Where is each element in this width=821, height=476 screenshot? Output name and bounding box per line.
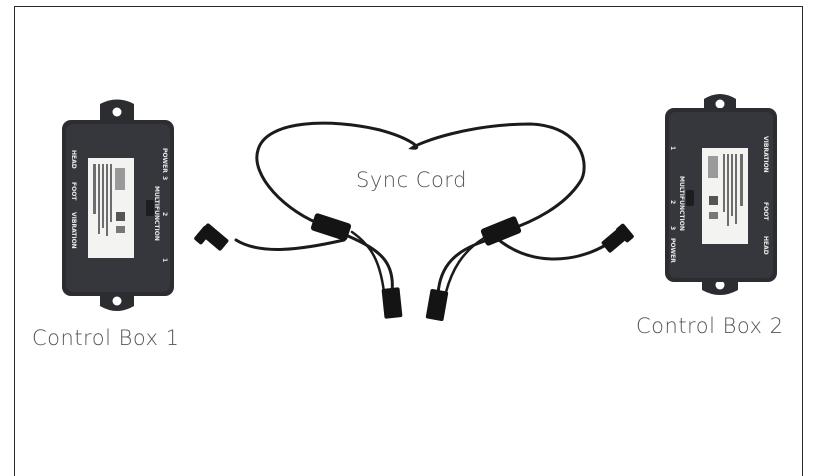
box2-head-label: HEAD (762, 236, 769, 255)
box1-vibration-label: VIBRATION (70, 212, 77, 249)
sync-cord-plug-left-flat (381, 287, 403, 319)
sync-cord-plug-right-flat (425, 288, 449, 322)
control-box-2: POWER 3 MULTIFUNCTION 2 1 VIBRATION FOOT… (665, 94, 777, 295)
box2-foot-label: FOOT (762, 202, 769, 221)
box2-num-1: 1 (669, 146, 676, 150)
box2-power-label: POWER (669, 238, 676, 263)
box2-num-3: 3 (669, 226, 676, 230)
sync-cord-splitter-right (480, 216, 522, 246)
box1-num-2: 2 (161, 212, 168, 216)
box1-num-1: 1 (161, 258, 168, 262)
sync-cord-plug-left-round (194, 223, 229, 251)
box2-num-2: 2 (669, 200, 676, 204)
diagram-frame (14, 6, 803, 476)
box1-multifunction-label: MULTIFUNCTION (153, 186, 160, 241)
box1-foot-label: FOOT (70, 182, 77, 201)
control-box-1: HEAD FOOT VIBRATION POWER 3 MULTIFUNCTIO… (62, 99, 174, 311)
sync-cord-caption: Sync Cord (356, 168, 467, 192)
box2-multifunction-label: MULTIFUNCTION (678, 176, 685, 231)
sync-cord (234, 121, 606, 296)
box1-head-label: HEAD (70, 150, 77, 169)
control-box-1-caption: Control Box 1 (32, 326, 180, 350)
sync-cord-splitter-left (310, 213, 352, 241)
control-box-2-caption: Control Box 2 (636, 314, 784, 338)
sync-cord-plug-right-round (601, 223, 634, 253)
box1-power-label: POWER (161, 148, 168, 173)
box1-num-3: 3 (161, 176, 168, 180)
box2-vibration-label: VIBRATION (762, 136, 769, 173)
